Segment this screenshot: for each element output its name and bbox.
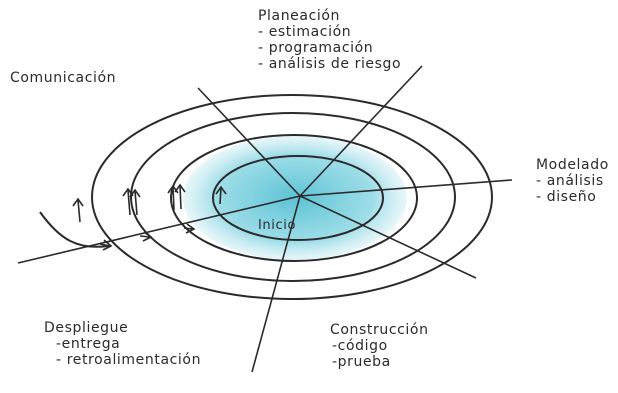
phase-comunicacion-title: Comunicación	[10, 70, 116, 86]
arrow-up-1	[78, 200, 80, 222]
phase-despliegue-item: -entrega	[56, 336, 201, 352]
phase-modelado-item: - análisis	[536, 173, 609, 189]
phase-construccion-title: Construcción	[330, 322, 429, 338]
phase-construccion-item: -código	[332, 338, 429, 354]
phase-planeacion-title: Planeación	[258, 8, 401, 24]
phase-planeacion-item: - análisis de riesgo	[258, 56, 401, 72]
arrow-up-4	[173, 187, 174, 210]
center-label: Inicio	[258, 218, 296, 234]
phase-modelado-item: - diseño	[536, 189, 609, 205]
phase-comunicacion: Comunicación	[10, 70, 116, 86]
phase-planeacion-item: - estimación	[258, 24, 401, 40]
phase-planeacion-item: - programación	[258, 40, 401, 56]
phase-modelado: Modelado - análisis - diseño	[536, 157, 609, 205]
phase-despliegue-item: - retroalimentación	[56, 352, 201, 368]
phase-construccion-item: -prueba	[332, 354, 429, 370]
phase-planeacion: Planeación - estimación - programación -…	[258, 8, 401, 72]
arrow-up-3	[135, 191, 137, 215]
phase-despliegue: Despliegue -entrega - retroalimentación	[44, 320, 201, 368]
phase-despliegue-title: Despliegue	[44, 320, 201, 336]
phase-construccion: Construcción -código -prueba	[330, 322, 429, 370]
arrow-up-6	[220, 188, 221, 204]
arrow-up-5	[180, 186, 181, 209]
spiral-tail	[40, 212, 108, 247]
arrow-up-2	[128, 190, 130, 215]
phase-modelado-title: Modelado	[536, 157, 609, 173]
